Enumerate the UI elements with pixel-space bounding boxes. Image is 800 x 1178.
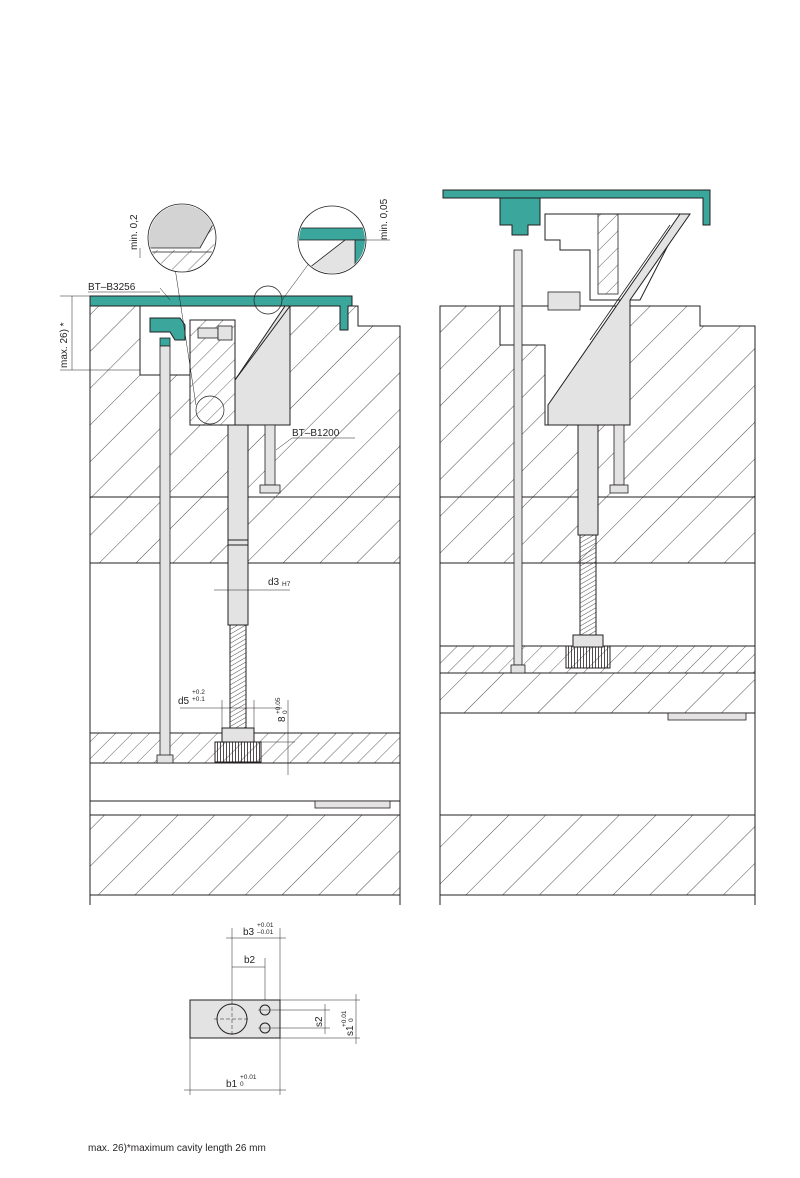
s1-label: s1 [345, 1025, 356, 1036]
knurled-nut [214, 741, 262, 763]
label-bt-b1200: BT–B1200 [292, 428, 340, 439]
left-section-view: max. 26) * BT–B3256 BT–B1200 min. 0,2 mi… [59, 198, 401, 905]
b2-label: b2 [244, 955, 256, 966]
s1-tol-low: 0 [348, 1018, 355, 1022]
plan-view: b3 +0.01 –0.01 b2 b1 +0.01 0 s2 s1 +0.01… [184, 922, 360, 1095]
detail-min-02 [147, 203, 217, 273]
guide-shaft [227, 424, 249, 626]
b1-label: b1 [226, 1079, 238, 1090]
label-bt-b3256: BT–B3256 [88, 282, 136, 293]
max-cavity-label: max. 26) * [59, 322, 70, 368]
right-section-view [439, 189, 756, 905]
s2-label: s2 [314, 1016, 325, 1027]
threaded-section [229, 624, 247, 731]
s1-tol: +0.01 [341, 1010, 348, 1027]
dim-8-label: 8 [277, 716, 288, 722]
dim-8-tol-up: +0.05 [275, 697, 282, 714]
d3-tolerance: H7 [282, 581, 291, 588]
min-02-label: min. 0,2 [129, 214, 140, 250]
detail-min-005 [297, 205, 367, 275]
dim-8-tol-low: 0 [282, 710, 289, 714]
b3-label: b3 [243, 927, 255, 938]
footnote: max. 26)*maximum cavity length 26 mm [88, 1143, 266, 1154]
d3-label: d3 [268, 577, 280, 588]
b3-tol-low: –0.01 [257, 929, 274, 936]
left-plate-5 [89, 762, 401, 802]
min-005-label: min. 0,05 [379, 198, 390, 240]
d5-tol-low: +0.1 [192, 696, 205, 703]
d5-tol-up: +0.2 [192, 689, 205, 696]
teal-mold-insert [89, 295, 353, 331]
b1-tol-low: 0 [240, 1081, 244, 1088]
b3-tol-up: +0.01 [257, 922, 274, 929]
left-plate-7 [89, 814, 401, 896]
d5-label: d5 [178, 696, 190, 707]
fixing-screw [264, 424, 276, 486]
b1-tol-up: +0.01 [240, 1074, 257, 1081]
ejector-pin [159, 345, 171, 759]
right-teal-insert [442, 189, 711, 226]
